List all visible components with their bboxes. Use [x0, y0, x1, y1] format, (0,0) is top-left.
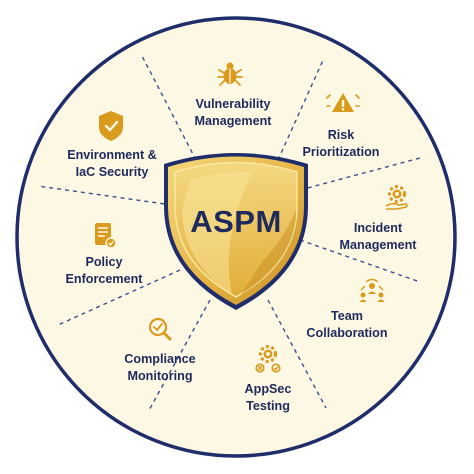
divider-line [299, 239, 421, 283]
segment-vulnerability: Vulnerability Management [195, 97, 273, 128]
warning-icon [326, 93, 360, 112]
dividers [37, 55, 421, 413]
segment-label-line2: IaC Security [76, 165, 149, 179]
center-label: ASPM [190, 204, 282, 239]
divider-line [141, 55, 197, 161]
divider-line [57, 269, 181, 326]
team-icon [359, 278, 385, 302]
segment-label-line2: Monitoring [127, 369, 192, 383]
bug-icon [217, 62, 243, 86]
shield-shade [240, 210, 296, 296]
segment-label-line1: Compliance [124, 352, 195, 366]
segment-label-line2: Enforcement [66, 272, 144, 286]
segment-label-line1: AppSec [245, 382, 292, 396]
segment-environment: Environment & IaC Security [67, 148, 157, 179]
shield-highlight [182, 171, 252, 295]
divider-line [147, 299, 211, 413]
segment-compliance: Compliance Monitoring [124, 352, 195, 383]
segment-label-line1: Team [331, 309, 363, 323]
segment-label-line1: Environment & [67, 148, 157, 162]
segment-incident: Incident Management [340, 221, 418, 252]
segment-policy: Policy Enforcement [66, 255, 144, 286]
divider-line [277, 57, 325, 161]
segment-label-line2: Prioritization [303, 145, 380, 159]
shield-check-icon [99, 111, 123, 141]
segment-label-line1: Risk [328, 128, 356, 142]
gear-hand-icon [385, 185, 408, 210]
segment-label-line1: Policy [85, 255, 122, 269]
center-shield: ASPM [164, 153, 308, 310]
gear-check-icon [255, 345, 281, 373]
segment-risk: Risk Prioritization [303, 128, 380, 159]
document-check-icon [95, 223, 117, 249]
divider-line [37, 185, 173, 206]
magnifier-check-icon [148, 317, 172, 341]
segment-label-line1: Vulnerability [195, 97, 270, 111]
segment-label-line2: Management [195, 114, 273, 128]
segment-appsec: AppSec Testing [245, 382, 292, 413]
segment-label-line2: Management [340, 238, 418, 252]
segment-team: Team Collaboration [306, 309, 387, 340]
segment-label-line2: Collaboration [306, 326, 387, 340]
segment-label-line1: Incident [354, 221, 403, 235]
segment-label-line2: Testing [246, 399, 290, 413]
